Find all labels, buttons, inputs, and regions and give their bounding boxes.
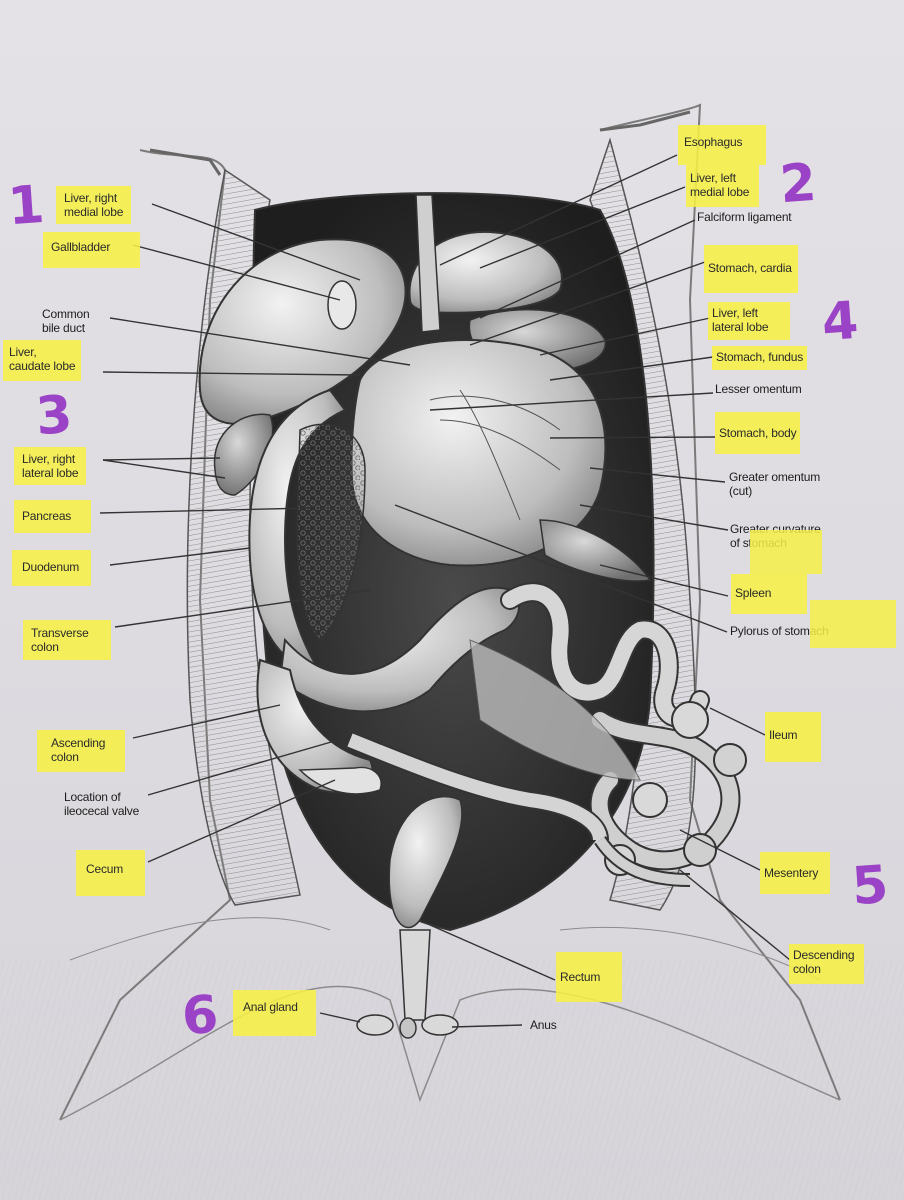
label-descending-colon: Descending colon [789,944,865,984]
label-liver-left-lateral-lobe: Liver, left lateral lobe [708,302,791,340]
mesentery [469,639,641,781]
label-rectum: Rectum [556,952,623,1002]
spleen [539,519,652,582]
ileum [500,582,747,876]
label-anus: Anus [530,1018,557,1032]
label-liver-right-lateral-lobe: Liver, right lateral lobe [14,447,87,485]
label-ileum: Ileum [765,712,822,762]
label-duodenum: Duodenum [12,550,92,586]
anal-gland [356,1014,394,1036]
label-liver-caudate-lobe: Liver, caudate lobe [3,340,82,381]
handwritten-number-6: 6 [179,984,221,1048]
label-ascending-colon: Ascending colon [37,730,126,772]
label-greater-omentum: Greater omentum (cut) [729,470,821,498]
pancreas [296,423,366,642]
handwritten-number-4: 4 [819,290,861,354]
label-cecum: Cecum [76,850,146,896]
anus [399,1017,417,1039]
label-gallbladder: Gallbladder [43,232,141,268]
highlight-stomach [750,530,822,574]
handwritten-number-3: 3 [33,384,75,448]
label-falciform-ligament: Falciform ligament [697,210,792,224]
label-mesentery: Mesentery [760,852,831,894]
handwritten-number-5: 5 [849,854,891,918]
label-pancreas: Pancreas [14,500,92,533]
cecum [298,766,382,795]
label-anal-gland: Anal gland [233,990,316,1036]
transverse-colon [278,586,520,713]
label-stomach-body: Stomach, body [715,412,801,454]
handwritten-number-2: 2 [777,152,819,216]
label-esophagus: Esophagus [678,125,767,165]
label-stomach-fundus: Stomach, fundus [712,346,808,370]
leader-lines [99,154,791,1028]
label-liver-left-medial-lobe: Liver, left medial lobe [686,165,760,207]
gallbladder [327,280,357,330]
highlight-pylorus [810,600,896,648]
label-liver-right-medial-lobe: Liver, right medial lobe [56,186,132,224]
label-common-bile-duct: Common bile duct [42,307,90,335]
label-transverse-colon: Transverse colon [23,620,111,660]
label-ileocecal-valve: Location of ileocecal valve [64,790,140,818]
esophagus [415,194,441,333]
label-spleen: Spleen [731,574,808,614]
handwritten-number-1: 1 [5,174,47,238]
label-pylorus: Pylorus of stomach [730,624,829,638]
label-lesser-omentum: Lesser omentum [715,382,802,396]
rectum [399,929,431,1021]
label-stomach-cardia: Stomach, cardia [704,245,798,293]
